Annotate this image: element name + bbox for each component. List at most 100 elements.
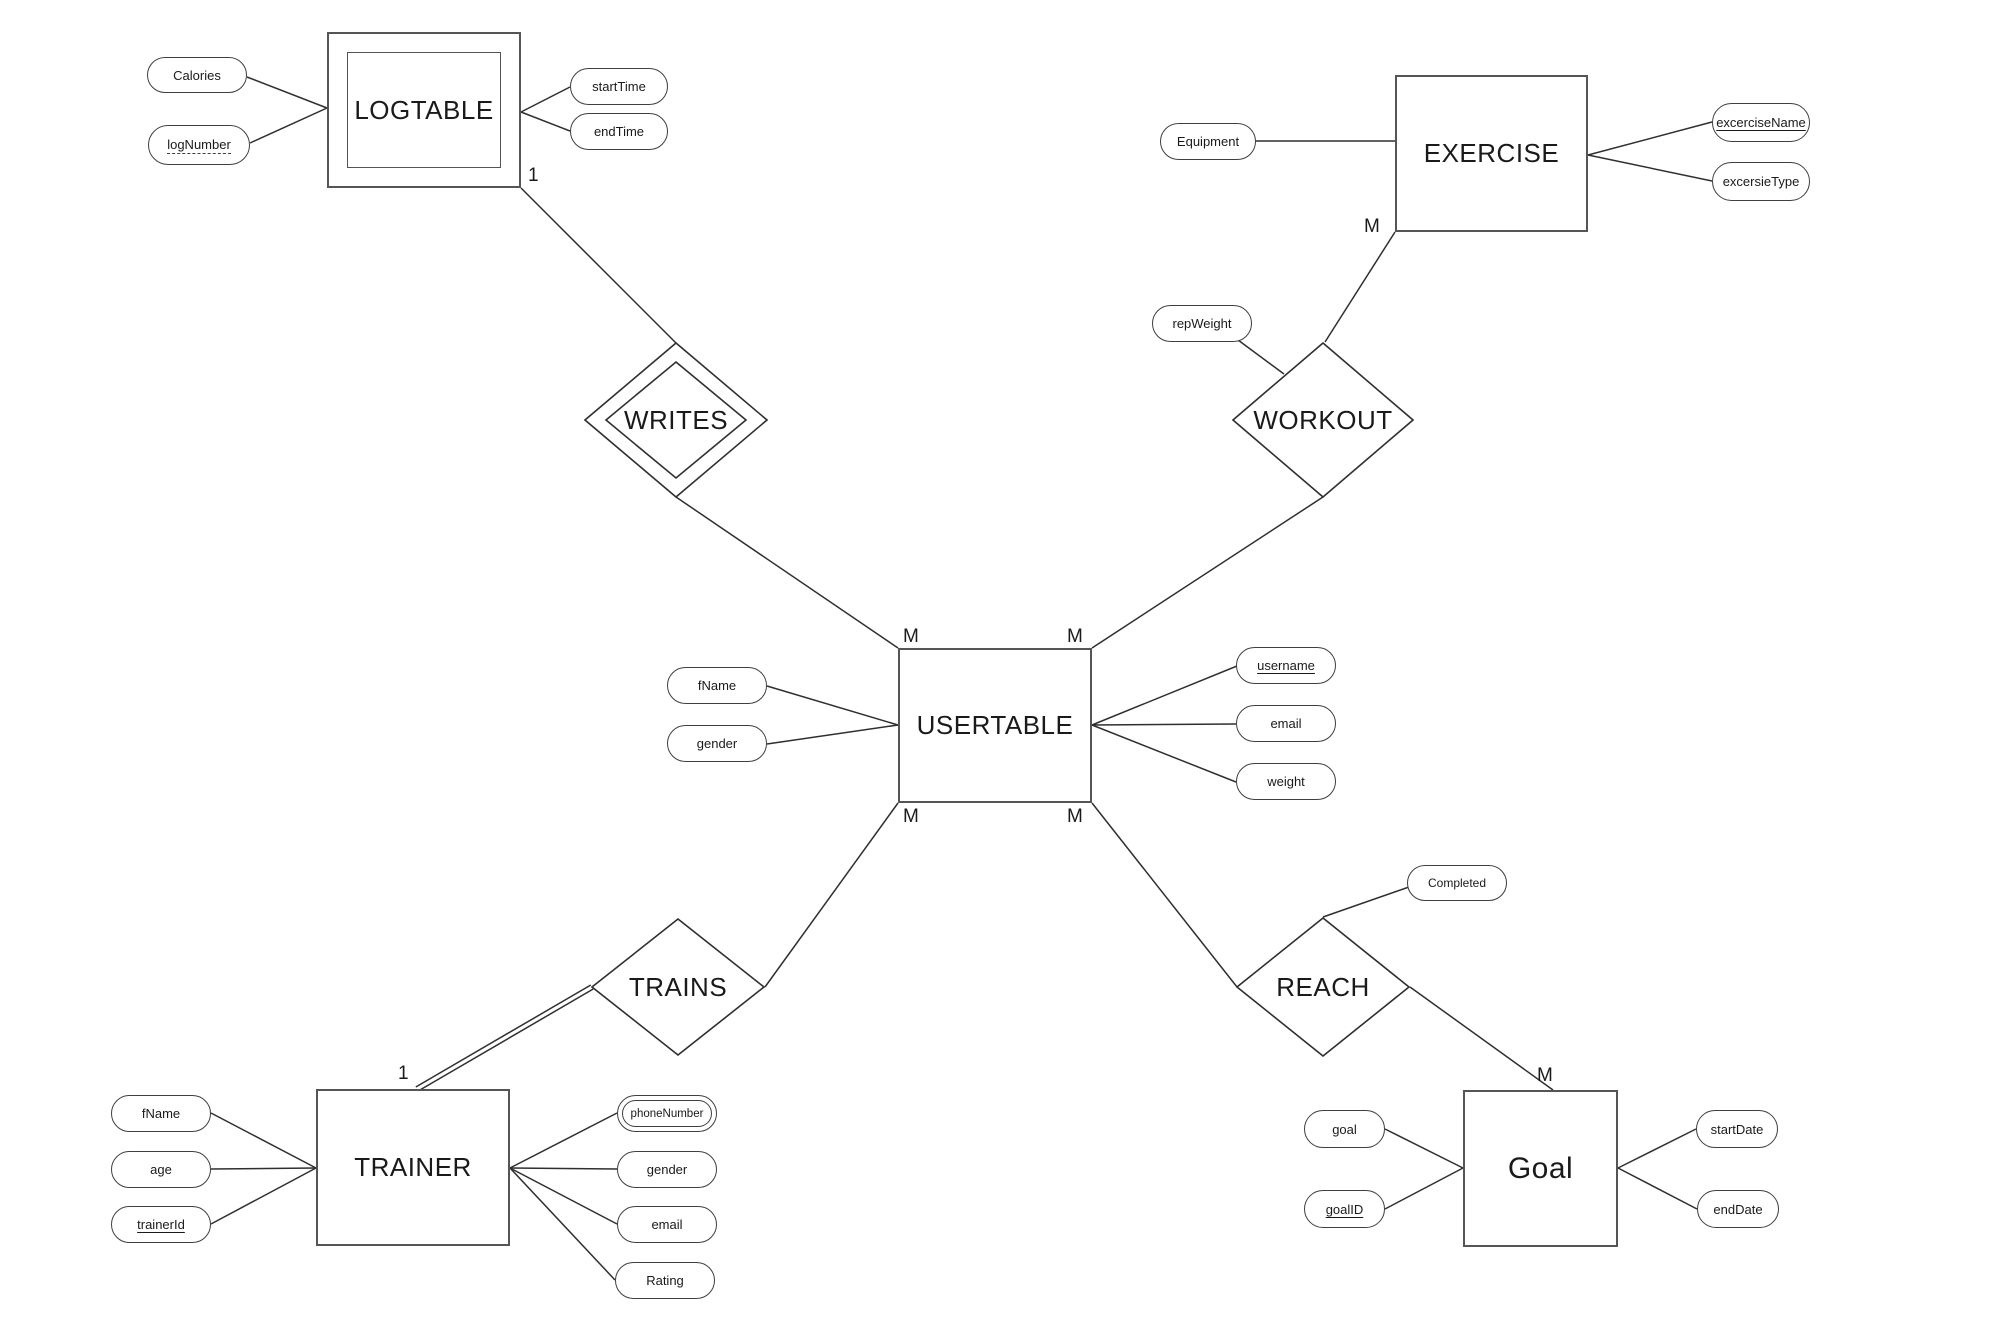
entity-goal[interactable]: Goal	[1463, 1090, 1618, 1247]
attribute-usertable-gender[interactable]: gender	[667, 725, 767, 762]
diamond-shape	[1236, 917, 1410, 1057]
entity-logtable-label: LOGTABLE	[354, 94, 494, 125]
attribute-trainer-gender-label: gender	[646, 1162, 688, 1177]
attribute-excercisename[interactable]: excerciseName	[1712, 103, 1810, 142]
attribute-goal-label: goal	[1332, 1121, 1357, 1137]
entity-usertable[interactable]: USERTABLE	[898, 648, 1092, 803]
attribute-lognumber-label: logNumber	[167, 136, 231, 154]
double-diamond-shape	[584, 342, 768, 498]
attribute-starttime-label: startTime	[592, 79, 646, 94]
attribute-usertable-email-label: email	[1270, 716, 1302, 731]
connector-logtable-writes	[520, 187, 677, 344]
connector-goalid-goal	[1384, 1167, 1464, 1210]
attribute-username[interactable]: username	[1236, 647, 1336, 684]
connector-goal-startdate	[1617, 1128, 1697, 1169]
cardinality-usertable-trains: M	[903, 806, 919, 827]
connector-trainerid-trainer	[210, 1167, 317, 1225]
entity-trainer[interactable]: TRAINER	[316, 1089, 510, 1246]
connector-calories-logtable	[246, 76, 328, 109]
attribute-trainer-fname-label: fName	[141, 1106, 181, 1121]
attribute-goalid[interactable]: goalID	[1304, 1190, 1385, 1228]
attribute-endtime-label: endTime	[593, 124, 645, 139]
connector-usertable-username	[1091, 665, 1238, 726]
cardinality-exercise-workout: M	[1364, 216, 1380, 237]
connector-logtable-starttime	[520, 86, 571, 113]
connector-logtable-endtime	[520, 111, 571, 132]
connector-repweight-workout	[1237, 339, 1285, 375]
relationship-workout-label: WORKOUT	[1253, 404, 1393, 435]
cardinality-reach-goal: M	[1537, 1065, 1553, 1086]
connector-writes-usertable	[675, 496, 899, 649]
attribute-equipment[interactable]: Equipment	[1160, 123, 1256, 160]
connector-exercise-excercisename	[1587, 121, 1713, 156]
relationship-reach[interactable]: REACH	[1236, 917, 1410, 1057]
connector-reach-completed	[1322, 886, 1410, 918]
attribute-age[interactable]: age	[111, 1151, 211, 1188]
attribute-trainer-fname[interactable]: fName	[111, 1095, 211, 1132]
attribute-trainer-email[interactable]: email	[617, 1206, 717, 1243]
connector-trains-trainer-double-b	[415, 984, 592, 1088]
multivalued-inner-border: phoneNumber	[622, 1100, 712, 1127]
entity-exercise-label: EXERCISE	[1423, 138, 1560, 168]
entity-usertable-label: USERTABLE	[916, 710, 1074, 740]
attribute-completed[interactable]: Completed	[1407, 865, 1507, 901]
connector-exercise-excersietype	[1587, 154, 1713, 182]
attribute-usertable-fname-label: fName	[697, 678, 737, 693]
attribute-usertable-fname[interactable]: fName	[667, 667, 767, 704]
attribute-excersietype-label: excersieType	[1722, 174, 1800, 189]
attribute-starttime[interactable]: startTime	[570, 68, 668, 105]
attribute-excersietype[interactable]: excersieType	[1712, 162, 1810, 201]
relationship-trains[interactable]: TRAINS	[591, 918, 765, 1056]
relationship-reach-label: REACH	[1276, 971, 1370, 1002]
connector-usertable-reach	[1091, 802, 1238, 988]
attribute-trainerid[interactable]: trainerId	[111, 1206, 211, 1243]
connector-goal-enddate	[1617, 1167, 1698, 1210]
attribute-rating-label: Rating	[646, 1273, 684, 1288]
attribute-goalid-label: goalID	[1325, 1201, 1364, 1217]
connector-usertable-trains	[764, 802, 899, 988]
connector-trainer-rating	[509, 1167, 616, 1281]
connector-workout-usertable	[1091, 496, 1324, 649]
cardinality-writes-usertable: M	[903, 626, 919, 647]
attribute-enddate-label: endDate	[1713, 1201, 1763, 1217]
attribute-calories-label: Calories	[173, 67, 221, 83]
attribute-calories[interactable]: Calories	[147, 57, 247, 93]
attribute-repweight-label: repWeight	[1172, 316, 1232, 331]
connector-exercise-workout	[1324, 231, 1396, 343]
connector-age-trainer	[210, 1167, 317, 1170]
weak-entity-inner-border: LOGTABLE	[347, 52, 501, 168]
attribute-lognumber[interactable]: logNumber	[148, 125, 250, 165]
connector-trains-trainer-double-a	[417, 988, 594, 1092]
attribute-endtime[interactable]: endTime	[570, 113, 668, 150]
connector-trainer-gender	[509, 1167, 618, 1170]
attribute-repweight[interactable]: repWeight	[1152, 305, 1252, 342]
attribute-enddate[interactable]: endDate	[1697, 1190, 1779, 1228]
attribute-phonenumber[interactable]: phoneNumber	[617, 1095, 717, 1132]
relationship-writes-label: WRITES	[623, 404, 729, 435]
attribute-startdate[interactable]: startDate	[1696, 1110, 1778, 1148]
relationship-trains-label: TRAINS	[628, 971, 728, 1002]
attribute-weight[interactable]: weight	[1236, 763, 1336, 800]
attribute-goal[interactable]: goal	[1304, 1110, 1385, 1148]
attribute-excercisename-label: excerciseName	[1716, 115, 1806, 130]
entity-trainer-label: TRAINER	[354, 1152, 472, 1182]
connector-usertable-email	[1091, 723, 1237, 726]
entity-exercise[interactable]: EXERCISE	[1395, 75, 1588, 232]
entity-logtable[interactable]: LOGTABLE	[327, 32, 521, 188]
cardinality-trains-trainer: 1	[398, 1063, 409, 1084]
attribute-startdate-label: startDate	[1710, 1121, 1764, 1137]
attribute-usertable-gender-label: gender	[696, 736, 738, 751]
entity-goal-label: Goal	[1507, 1151, 1574, 1185]
relationship-writes[interactable]: WRITES	[584, 342, 768, 498]
attribute-completed-label: Completed	[1427, 876, 1487, 890]
attribute-trainer-gender[interactable]: gender	[617, 1151, 717, 1188]
diamond-shape	[1232, 342, 1414, 498]
attribute-weight-label: weight	[1267, 774, 1305, 789]
cardinality-workout-usertable: M	[1067, 626, 1083, 647]
attribute-trainer-email-label: email	[651, 1217, 683, 1232]
relationship-workout[interactable]: WORKOUT	[1232, 342, 1414, 498]
connector-reach-goal	[1409, 986, 1554, 1091]
attribute-usertable-email[interactable]: email	[1236, 705, 1336, 742]
attribute-rating[interactable]: Rating	[615, 1262, 715, 1299]
cardinality-usertable-reach: M	[1067, 806, 1083, 827]
